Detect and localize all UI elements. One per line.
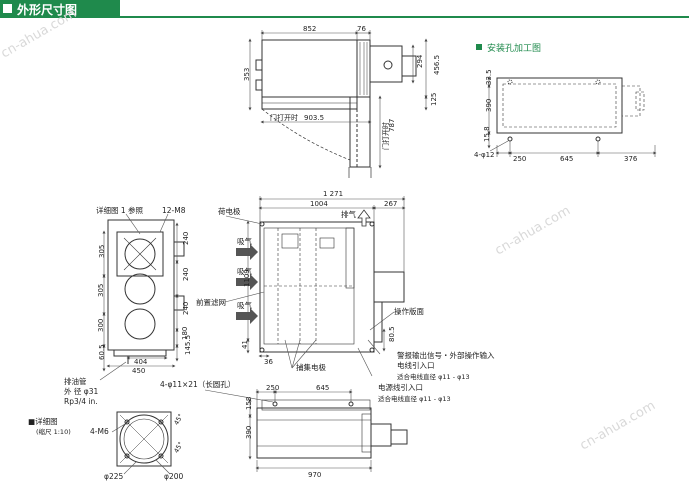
header-rule [120,16,689,18]
detail-45-b: 45° [172,440,185,454]
cable-inlet-label: 电线引入口 [397,360,435,370]
detail-dimensions [111,423,171,475]
watermark-left: cn-ahua.com [0,6,79,61]
section-header: 外形尺寸图 [0,0,689,18]
door-open-vertical: 门打开时 [381,122,390,150]
drain-label: 排油管 [64,376,87,386]
alarm-input-label: 警报输出信号・外部操作输入 [397,350,495,360]
front-dim-1109: 1109 [243,269,251,287]
side-view-dimensions [99,213,179,381]
top-view [255,39,417,178]
collect-pole-label: 捕集电极 [296,362,326,372]
bottom-dim-645: 645 [316,384,329,392]
charge-pole-label: 荷电极 [218,206,241,216]
detail-m6-label: 4-M6 [90,427,109,436]
detail-45-a: 45° [172,412,185,426]
dim-353: 353 [243,68,251,81]
hole-dim-33-5: 33.5 [485,69,493,85]
bottom-view-dimensions [204,389,373,472]
front-view-dimensions [224,196,406,377]
detail-scale: (缩尺 1:10) [36,427,71,436]
hole-dim-390: 390 [485,99,493,112]
side-view [107,219,185,364]
door-open-horizontal: 门打开时 [270,113,298,122]
dim-76: 76 [357,25,366,33]
exhaust-label: 排气 [341,209,356,219]
intake-arrow-3 [236,308,258,324]
front-view [259,221,405,353]
intake-label-1: 吸气 [237,236,252,246]
side-dim-404: 404 [134,358,148,366]
bottom-view [256,399,408,459]
front-dim-36: 36 [264,358,273,366]
side-dim-240-a: 240 [182,232,190,245]
hole-dim-376: 376 [624,155,638,163]
hole-dim-645: 645 [560,155,573,163]
install-hole-dimensions [487,76,657,157]
hole-dim-15-8: 15.8 [483,126,491,142]
side-dim-305-b: 305 [97,284,105,297]
side-dim-450: 450 [132,367,145,375]
dim-294: 294 [416,54,424,68]
header-square-icon [3,4,12,13]
slot-label: 4-φ11×21（长圆孔） [160,379,235,389]
bottom-dim-970: 970 [308,471,321,479]
detail-ref-label: 详细图 1 参照 [96,205,144,215]
power-inlet-label: 电源线引入口 [378,382,423,392]
detail-title: ■详细图 [28,416,58,426]
pre-filter-label: 前置滤网 [196,297,226,307]
dim-456-5: 456.5 [433,55,441,75]
drain-rp-label: Rp3/4 in. [64,397,98,406]
side-dim-300: 300 [97,319,105,332]
cable-dia-1-label: 适合电线直径 φ11 - φ13 [397,372,470,381]
dim-852: 852 [303,25,316,33]
intake-arrow-1 [236,244,258,260]
top-view-dimensions [248,30,428,169]
side-dim-145-5: 145.5 [184,335,192,355]
side-dim-60-5: 60.5 [98,344,106,360]
watermark-right-mid: cn-ahua.com [493,203,574,258]
side-dim-240-b: 240 [182,268,190,281]
dim-125: 125 [430,93,438,106]
side-dim-180: 180 [181,327,189,340]
intake-label-3: 吸气 [237,300,252,310]
intake-label-2: 吸气 [237,266,252,276]
dim-787: 787 [388,119,396,132]
bottom-dim-250: 250 [266,384,279,392]
side-dim-305-a: 305 [98,245,106,258]
header-title-background [0,0,120,18]
front-dim-80-5: 80.5 [388,326,396,342]
install-hole-view [496,77,645,142]
detail-phi225: φ225 [104,472,123,481]
front-dim-41: 41 [241,340,249,349]
install-hole-title-square-icon [476,44,482,50]
front-dim-267: 267 [384,200,397,208]
side-dim-240-c: 240 [182,302,190,315]
header-title: 外形尺寸图 [17,3,78,17]
bottom-dim-390: 390 [245,426,253,439]
cable-dia-2-label: 适合电线直径 φ11 - φ13 [378,394,451,403]
operation-panel-label: 操作版面 [394,306,424,316]
exhaust-arrow-icon [357,209,371,227]
bottom-dim-158: 158 [245,397,253,410]
watermark-right-bottom: cn-ahua.com [578,398,659,453]
install-hole-title: 安装孔加工图 [487,42,541,54]
front-dim-1271: 1 271 [323,190,343,198]
front-dim-1004: 1004 [310,200,328,208]
drain-od-label: 外 径 φ31 [64,386,98,396]
m8-label: 12-M8 [162,206,186,215]
hole-dim-4-phi12: 4-φ12 [474,151,495,159]
detail-phi200: φ200 [164,472,183,481]
hole-dim-250: 250 [513,155,526,163]
dim-903-5: 903.5 [304,114,324,122]
detail-view [116,411,172,467]
